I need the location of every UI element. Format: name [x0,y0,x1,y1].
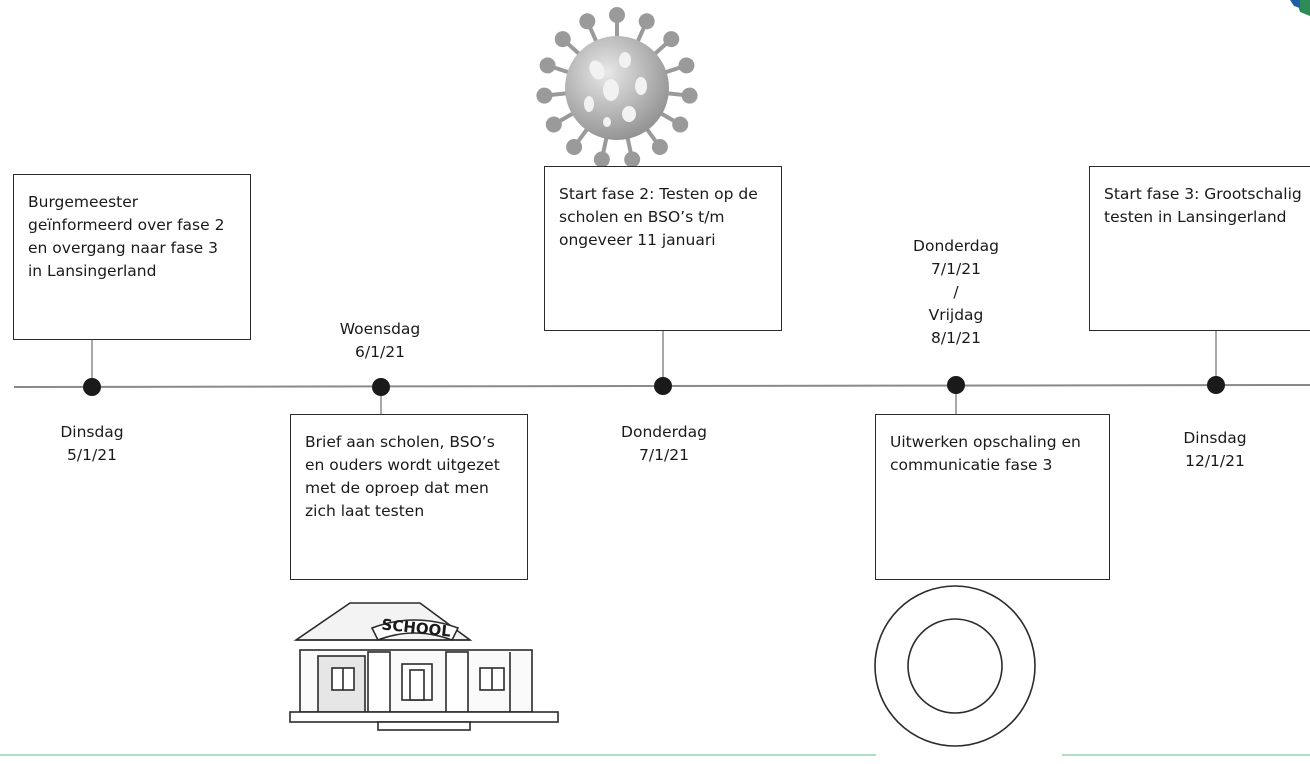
date-day-e3: Donderdag [621,423,707,441]
date-separator-e4: / [953,283,959,301]
timeline-dot-e4 [947,376,965,394]
corner-logo-icon [1290,0,1310,16]
date-value-e1: 5/1/21 [67,446,117,464]
coronavirus-icon [536,7,698,168]
date-day-e4: Donderdag [913,237,999,255]
event-text-e2: Brief aan scholen, BSO’s en ouders wordt… [305,433,500,520]
date-day2-e4: Vrijdag [928,306,984,324]
event-box-e3: Start fase 2: Testen op de scholen en BS… [544,166,782,331]
event-text-e1: Burgemeester geïnformeerd over fase 2 en… [28,193,225,280]
date-value-e4: 7/1/21 [931,260,981,278]
ring-icon [874,585,1036,747]
event-box-e1: Burgemeester geïnformeerd over fase 2 en… [13,174,251,340]
date-value-e3: 7/1/21 [639,446,689,464]
event-box-e2: Brief aan scholen, BSO’s en ouders wordt… [290,414,528,580]
timeline-dot-e1 [83,378,101,396]
timeline-dot-e3 [654,377,672,395]
event-text-e4: Uitwerken opschaling en communicatie fas… [890,433,1081,474]
event-text-e5: Start fase 3: Grootschalig testen in Lan… [1104,185,1302,226]
date-day-e5: Dinsdag [1183,429,1247,447]
date-day-e2: Woensdag [339,320,421,338]
date-label-e2: Woensdag 6/1/21 [332,318,428,364]
timeline-dot-e5 [1207,376,1225,394]
school-building-icon: SCHOOL [289,602,559,731]
date-value-e5: 12/1/21 [1185,452,1245,470]
date-label-e4: Donderdag 7/1/21 / Vrijdag 8/1/21 [896,235,1016,350]
date-label-e3: Donderdag 7/1/21 [612,421,716,467]
date-day-e1: Dinsdag [60,423,124,441]
date-value2-e4: 8/1/21 [931,329,981,347]
date-label-e1: Dinsdag 5/1/21 [52,421,132,467]
event-text-e3: Start fase 2: Testen op de scholen en BS… [559,185,758,249]
date-label-e5: Dinsdag 12/1/21 [1168,427,1262,473]
date-value-e2: 6/1/21 [355,343,405,361]
event-box-e5: Start fase 3: Grootschalig testen in Lan… [1089,166,1310,331]
event-box-e4: Uitwerken opschaling en communicatie fas… [875,414,1110,580]
timeline-dot-e2 [372,378,390,396]
